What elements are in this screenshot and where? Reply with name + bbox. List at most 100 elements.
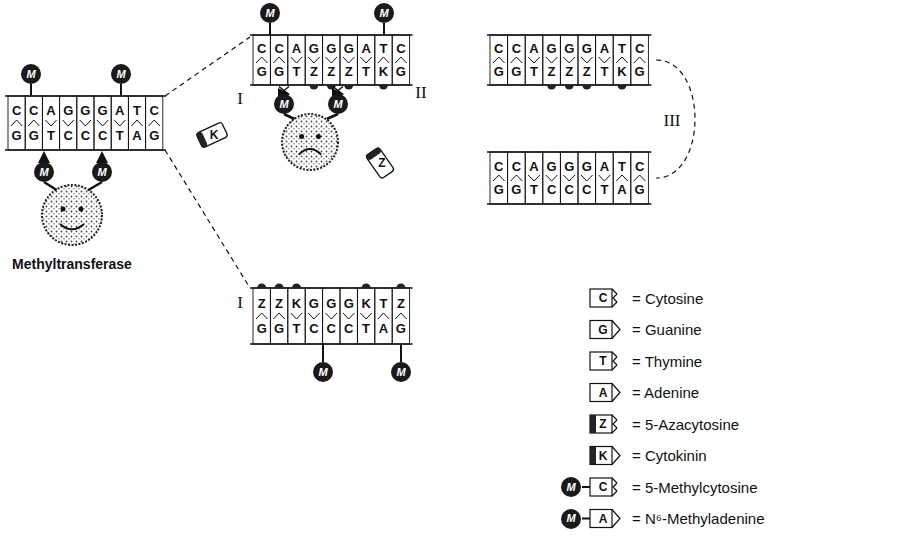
base-pair-cell — [596, 152, 614, 204]
base-letter: K — [361, 297, 370, 310]
base-letter: G — [547, 160, 557, 173]
pairing-notch — [599, 57, 611, 63]
legend-methyl-stem — [582, 486, 590, 488]
base-letter: G — [344, 42, 354, 55]
base-letter: A — [132, 129, 141, 142]
legend-sample-letter: C — [599, 292, 608, 304]
enzyme-mouth — [299, 149, 321, 155]
legend-methyl: M — [561, 477, 581, 497]
pairing-notch — [360, 313, 371, 319]
base-pair-cell — [340, 288, 357, 344]
split-lines — [165, 37, 695, 288]
base-letter: G — [274, 322, 284, 335]
pairing-notch — [45, 120, 56, 126]
pairing-notch — [563, 57, 575, 63]
methyl-group: M — [313, 362, 333, 382]
pairing-notch — [131, 120, 142, 126]
pairing-notch — [616, 175, 628, 181]
base-pair-cell — [578, 35, 596, 85]
pairing-notch — [634, 175, 646, 181]
base-pair-cell — [490, 35, 508, 85]
base-letter: G — [635, 183, 645, 196]
base-letter: G — [326, 297, 336, 310]
legend-sample-mark — [590, 415, 596, 433]
base-letter: G — [98, 104, 108, 117]
base-pair-cell — [596, 35, 614, 85]
base-letter: G — [257, 322, 267, 335]
base-pair-cell — [357, 288, 374, 344]
base-pair-cell — [578, 152, 596, 204]
analog-mark — [618, 85, 627, 90]
pairing-notch — [581, 175, 593, 181]
legend-text: = N⁶-Methyladenine — [632, 511, 765, 526]
enzyme-mouth — [60, 224, 84, 229]
base-letter: G — [326, 42, 336, 55]
base-letter: G — [309, 42, 319, 55]
methyl-stem — [322, 344, 324, 362]
analog-mark — [547, 85, 556, 90]
pairing-notch — [63, 120, 74, 126]
pairing-notch — [581, 57, 593, 63]
pairing-notch — [511, 57, 523, 63]
base-letter: T — [618, 42, 626, 55]
base-letter: C — [274, 42, 283, 55]
methyl-group: M — [92, 162, 112, 182]
base-pair-cell — [340, 35, 357, 85]
base-letter: T — [133, 104, 141, 117]
base-letter: G — [564, 160, 574, 173]
base-letter: C — [257, 42, 266, 55]
legend-sample-notch — [612, 321, 620, 339]
legend-sample — [590, 478, 612, 496]
base-letter: A — [529, 160, 538, 173]
base-letter: G — [257, 65, 267, 78]
base-pair-cell — [8, 96, 25, 150]
methyl-letter: M — [396, 367, 405, 378]
enzyme-eye — [299, 134, 304, 139]
analog-mark — [565, 85, 574, 90]
base-pair-cell — [392, 288, 409, 344]
base-letter: C — [494, 160, 503, 173]
legend-sample — [590, 289, 612, 307]
legend-sample-notch — [612, 415, 617, 433]
base-pair-cell — [508, 152, 526, 204]
methyl-stem — [383, 23, 385, 35]
base-letter: C — [565, 183, 574, 196]
legend-sample-letter: C — [599, 481, 608, 493]
pairing-notch — [28, 120, 39, 126]
base-pair-cell — [305, 288, 322, 344]
base-letter: G — [547, 42, 557, 55]
methyl-letter: M — [39, 167, 48, 178]
methyl-stem — [269, 23, 271, 35]
methyl-group: M — [391, 362, 411, 382]
pairing-notch — [308, 313, 319, 319]
pairing-notch — [528, 175, 540, 181]
base-letter: G — [149, 129, 159, 142]
methyl-group: M — [274, 94, 294, 114]
base-letter: T — [530, 183, 538, 196]
base-letter: C — [12, 104, 21, 117]
analog-mark — [344, 85, 353, 90]
methyl-group: M — [34, 162, 54, 182]
base-letter: C — [64, 129, 73, 142]
step-number: III — [664, 112, 681, 129]
base-letter: G — [511, 65, 521, 78]
methyl-group: M — [111, 64, 131, 84]
base-letter: Z — [565, 65, 573, 78]
step-number: I — [237, 294, 243, 311]
base-letter: C — [582, 183, 591, 196]
legend-text: = 5-Methylcytosine — [632, 480, 757, 495]
base-pair-cell — [392, 35, 409, 85]
legend-sample-letter: G — [598, 324, 607, 336]
legend-methyl-stem — [582, 518, 590, 520]
legend-text: = Thymine — [632, 354, 702, 369]
pairing-notch — [546, 57, 558, 63]
pairing-notch — [378, 313, 389, 319]
base-letter: K — [292, 297, 301, 310]
legend-sample — [590, 447, 612, 465]
legend-sample-letter: A — [599, 387, 608, 399]
methyl-letter: M — [379, 8, 388, 19]
legend-text: = Adenine — [632, 385, 699, 400]
legend-text: = Guanine — [632, 322, 702, 337]
base-pair-cell — [42, 96, 59, 150]
step-number: I — [237, 90, 243, 107]
